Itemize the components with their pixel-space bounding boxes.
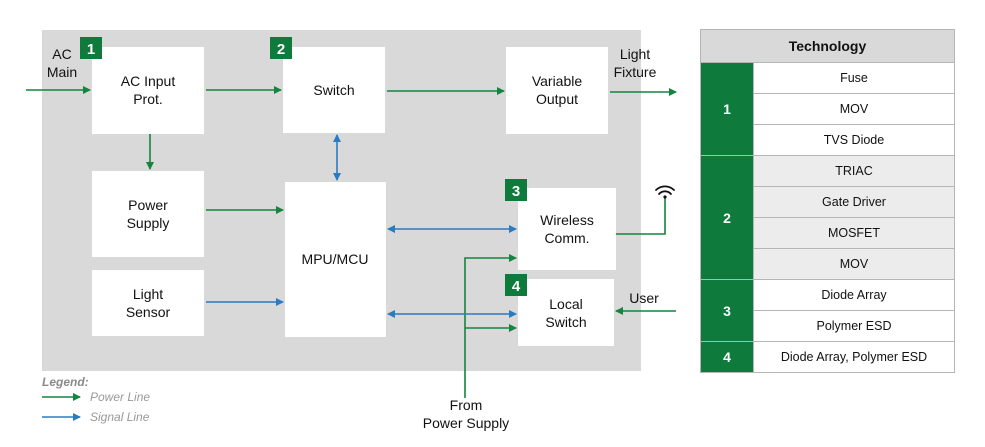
- table-item: MOV: [753, 248, 955, 280]
- table-item: MOV: [753, 93, 955, 125]
- badge-3: [505, 179, 527, 201]
- wifi-icon: [655, 185, 675, 199]
- table-item: TRIAC: [753, 155, 955, 187]
- legend-signal-label: Signal Line: [90, 410, 150, 424]
- badge-4: [505, 274, 527, 296]
- switch-label: Switch: [313, 82, 354, 98]
- group-1-cell: 1: [700, 62, 754, 156]
- supply-to-wireless-power-line: [464, 254, 517, 398]
- group-2-cell: 2: [700, 155, 754, 280]
- table-item: Diode Array: [753, 279, 955, 311]
- switch-block: [283, 47, 385, 133]
- user-label: User: [629, 290, 659, 306]
- badge-4-label: 4: [512, 278, 521, 295]
- mpu-mcu-block: [285, 182, 386, 337]
- badge-1-label: 1: [87, 41, 95, 58]
- legend-title: Legend:: [42, 375, 89, 389]
- table-item: Polymer ESD: [753, 310, 955, 342]
- table-item: Gate Driver: [753, 186, 955, 218]
- legend-power-label: Power Line: [90, 390, 150, 404]
- variable-output-block: [506, 47, 608, 134]
- local-switch-block: [518, 279, 614, 346]
- badge-3-label: 3: [512, 183, 520, 200]
- wireless-block: [518, 188, 616, 270]
- wireless-antenna-line: [616, 197, 666, 235]
- technology-header: Technology: [700, 29, 955, 63]
- table-item: MOSFET: [753, 217, 955, 249]
- table-item: Fuse: [753, 62, 955, 94]
- badge-2-label: 2: [277, 41, 285, 58]
- light-sensor-block: [92, 270, 204, 336]
- badge-2: [270, 37, 292, 59]
- mpu-mcu-label: MPU/MCU: [302, 251, 369, 267]
- table-item: Diode Array, Polymer ESD: [753, 341, 955, 373]
- badge-1: [80, 37, 102, 59]
- ac-input-block: [92, 47, 204, 134]
- power-supply-block: [92, 171, 204, 257]
- group-4-cell: 4: [700, 341, 754, 373]
- group-3-cell: 3: [700, 279, 754, 342]
- table-item: TVS Diode: [753, 124, 955, 156]
